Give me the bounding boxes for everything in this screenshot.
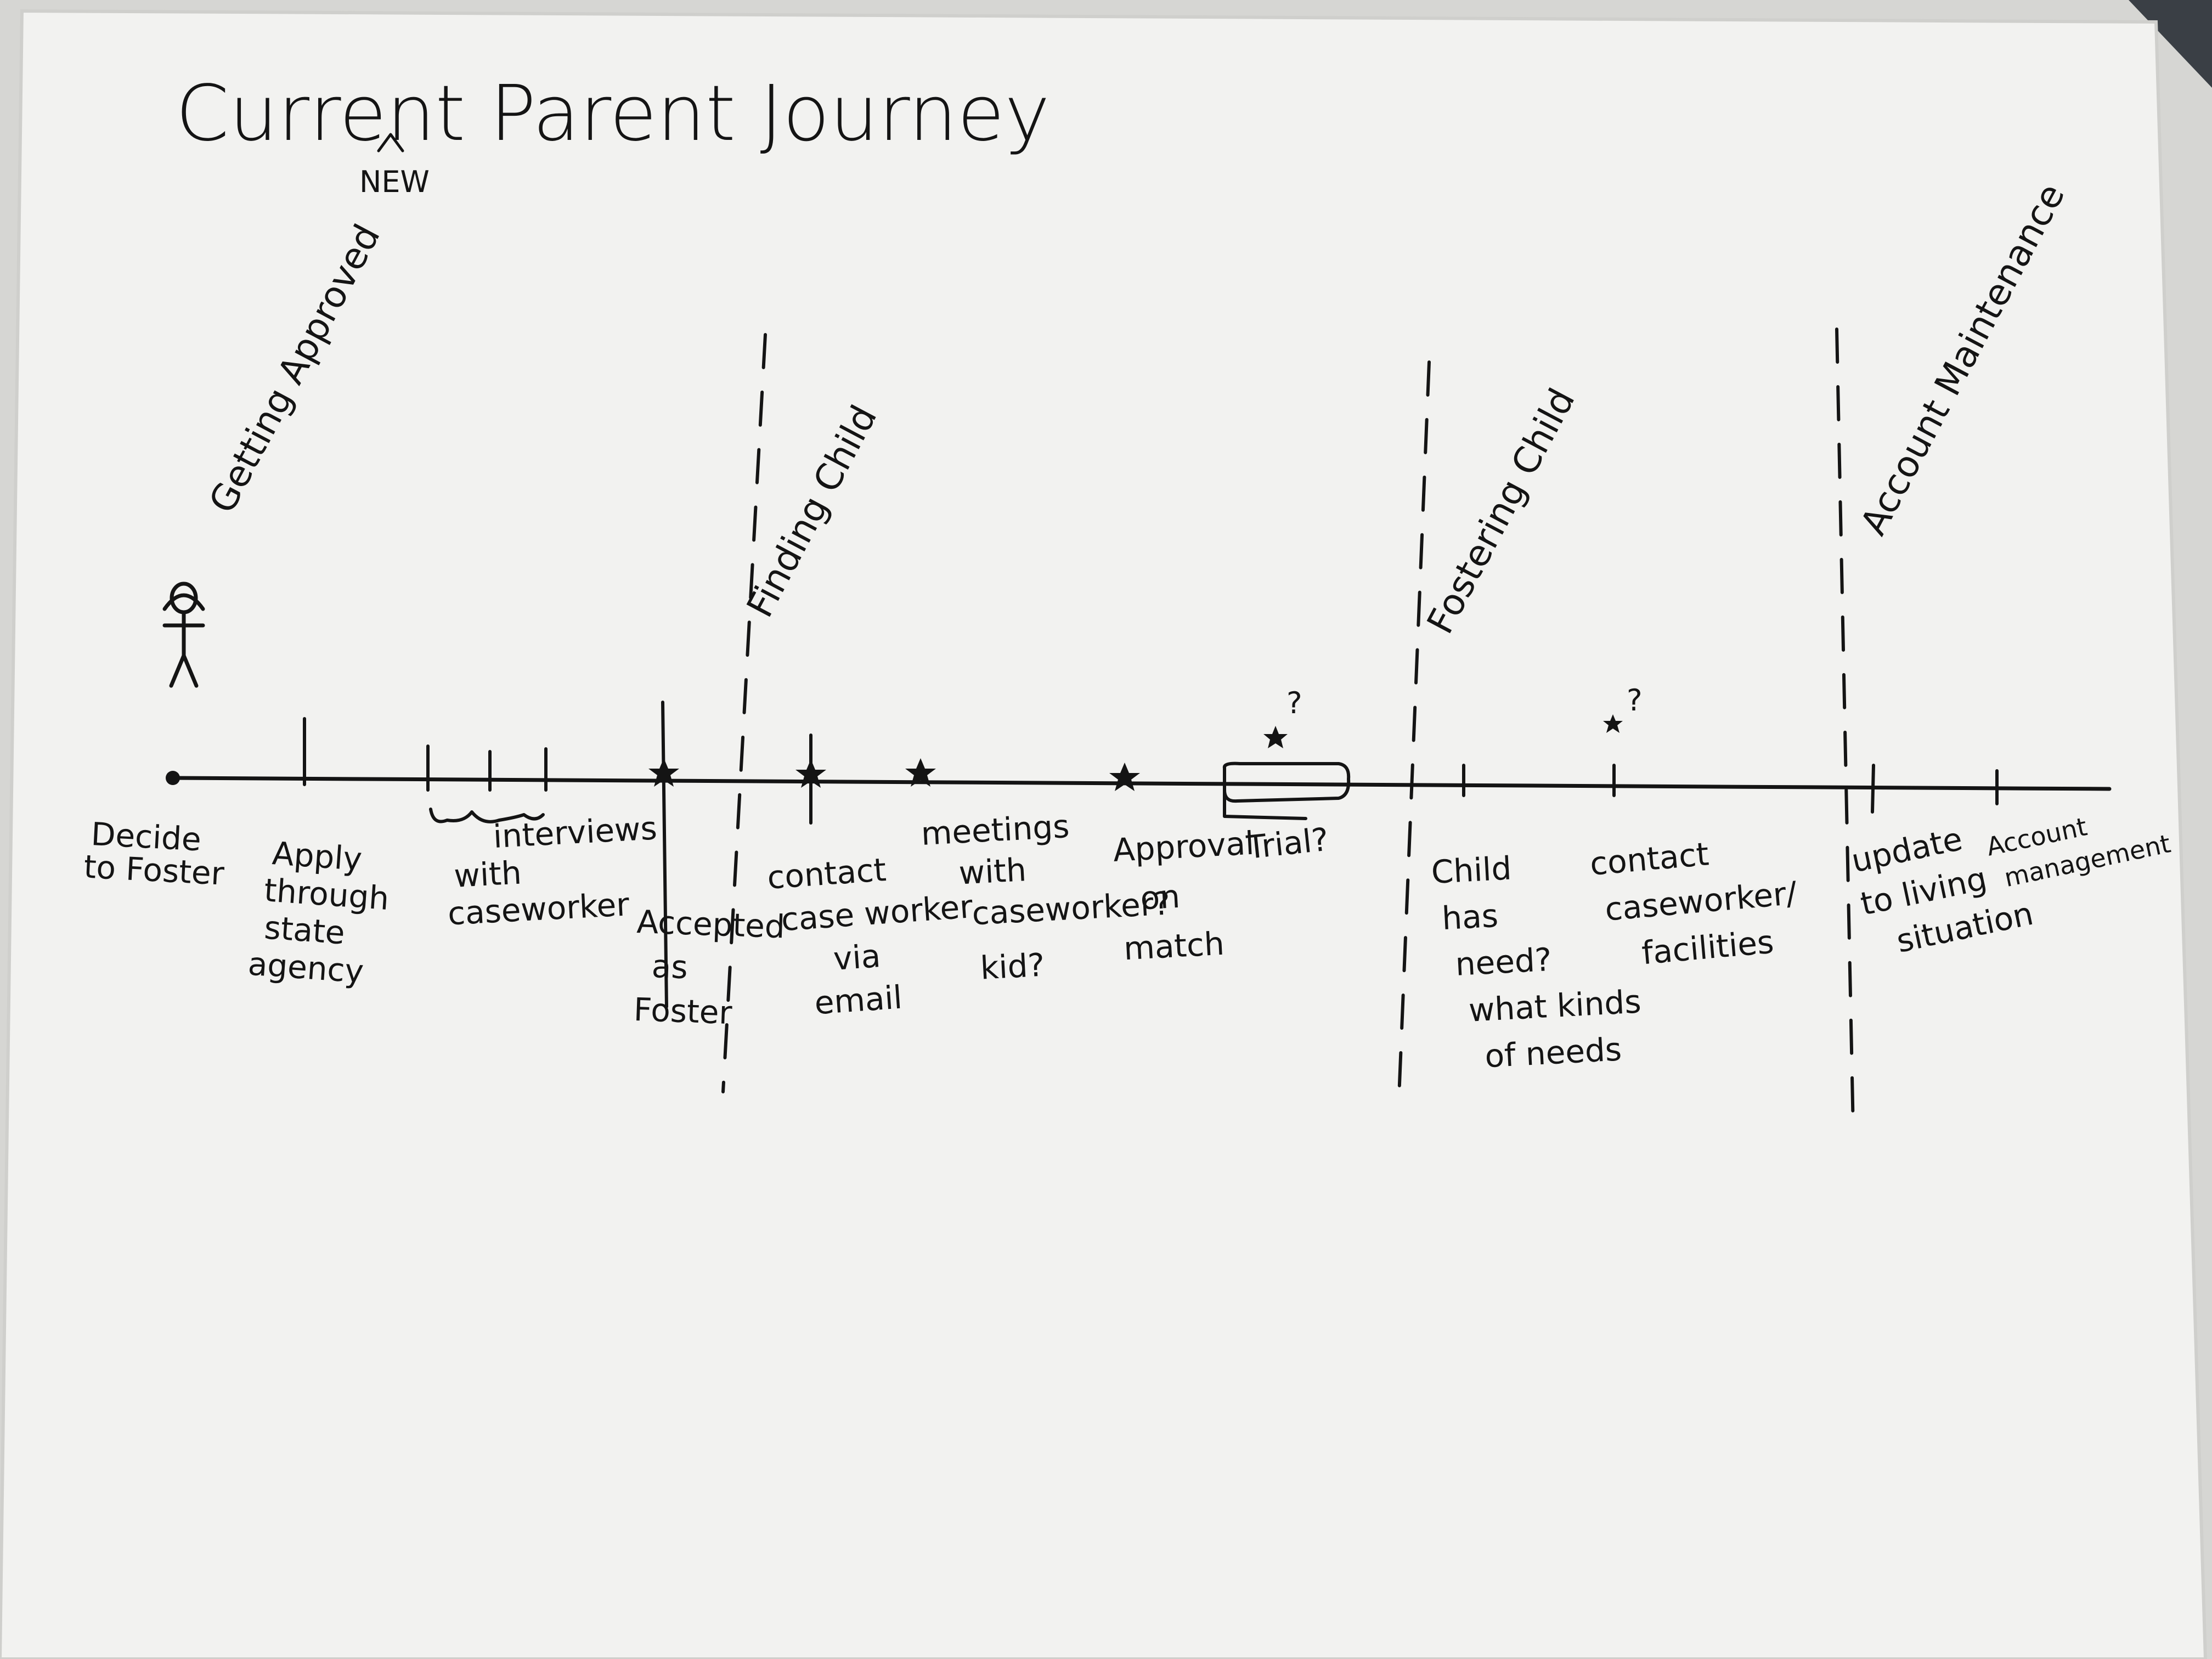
step-apply: Apply through state agency — [247, 833, 403, 992]
step-child-needs: Child has need? what kinds of needs — [1430, 843, 1655, 1077]
star-caseworker — [1603, 714, 1623, 733]
step-interviews: interviews with caseworker — [443, 809, 672, 932]
timeline-axis — [171, 776, 2112, 791]
star-question-mark: ? — [1286, 686, 1302, 720]
phase-divider — [1835, 328, 1855, 1132]
step-decide: Decide to Foster — [83, 815, 227, 893]
interviews-bracket — [429, 808, 545, 823]
paper-sheet — [0, 11, 2205, 1659]
step-accepted: Accepted as Foster — [633, 903, 795, 1034]
page-title: Current Parent Journey — [176, 69, 1050, 159]
start-dot — [166, 771, 180, 785]
paper-edge — [0, 9, 2208, 1659]
phase-dividers — [721, 328, 1855, 1132]
caret-mark — [377, 133, 404, 153]
title-insert: NEW — [359, 165, 430, 199]
timeline-ticks — [303, 701, 1999, 1008]
phase-divider — [1397, 360, 1431, 1099]
star-approval — [1109, 763, 1140, 791]
star-question-mark: ? — [1627, 683, 1643, 718]
step-approval: Approval on match — [1112, 824, 1270, 968]
step-trial: Trial? — [1244, 821, 1330, 866]
phase-divider — [721, 333, 767, 1093]
star-accepted — [648, 758, 679, 787]
star-meetings — [905, 758, 936, 787]
star-contact — [795, 759, 826, 788]
trial-box — [1222, 761, 1351, 820]
parent-stick-figure — [162, 582, 205, 688]
star-trial — [1263, 726, 1288, 748]
milestone-stars — [648, 714, 1623, 791]
